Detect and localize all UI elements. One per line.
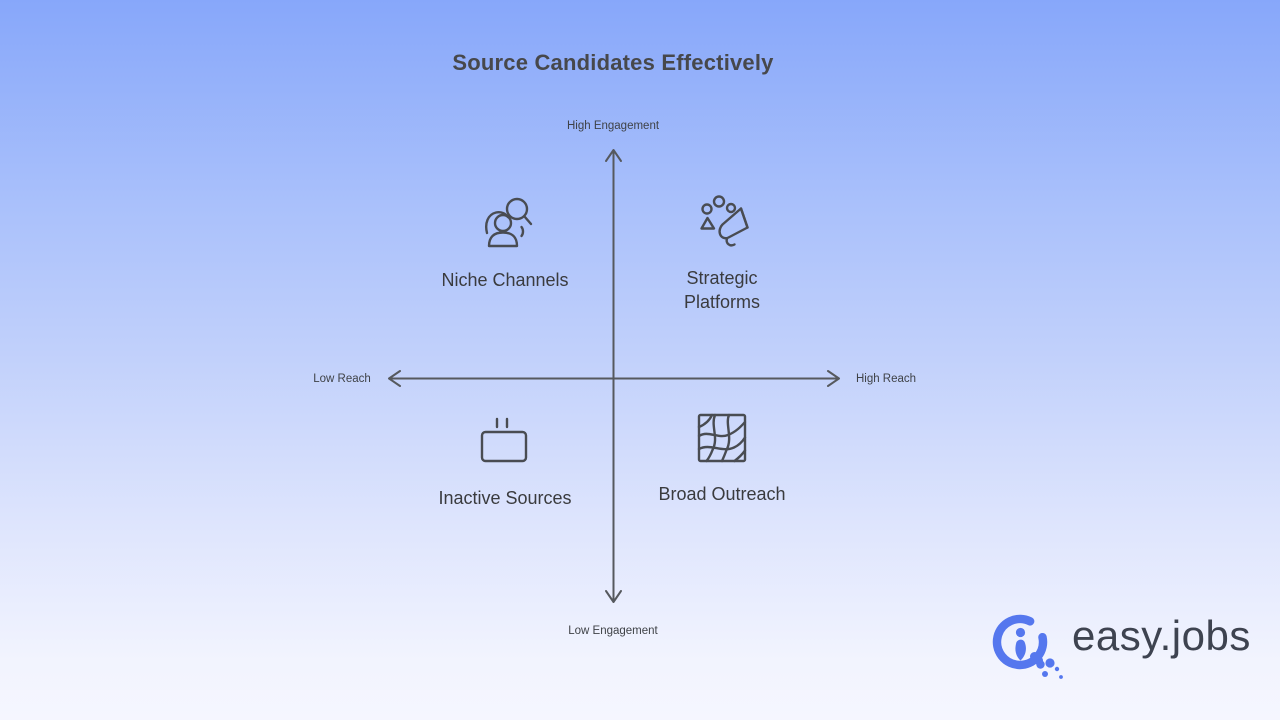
- network-globe-icon: [697, 413, 747, 463]
- people-search-icon: [485, 197, 533, 248]
- arrowhead-down-icon: [605, 590, 622, 603]
- quadrant-bottom-left: Inactive Sources: [430, 414, 580, 510]
- quadrant-bottom-right: Broad Outreach: [647, 410, 797, 506]
- axis-label-high-reach: High Reach: [855, 373, 917, 385]
- axis-label-low-engagement: Low Engagement: [568, 625, 658, 637]
- arrowhead-left-icon: [388, 370, 401, 387]
- axis-label-high-engagement: High Engagement: [566, 120, 660, 132]
- arrowhead-right-icon: [827, 370, 840, 387]
- quadrant-top-right: Strategic Platforms: [647, 194, 797, 314]
- quadrant-top-left: Niche Channels: [430, 196, 580, 292]
- megaphone-confetti-icon: [700, 195, 749, 247]
- page-title: Source Candidates Effectively: [452, 50, 774, 75]
- quadrant-label: Broad Outreach: [658, 484, 786, 504]
- inactive-box-icon: [480, 417, 528, 463]
- arrowhead-up-icon: [605, 149, 622, 162]
- magnifier-person-icon: [992, 614, 1063, 679]
- axis-label-low-reach: Low Reach: [313, 373, 371, 385]
- quadrant-label: Niche Channels: [441, 270, 569, 290]
- quadrant-label: Strategic Platforms: [683, 268, 761, 312]
- quadrant-label: Inactive Sources: [438, 488, 572, 508]
- brand-logo: easy.jobs: [990, 612, 1251, 688]
- brand-logo-text: easy.jobs: [1072, 612, 1251, 659]
